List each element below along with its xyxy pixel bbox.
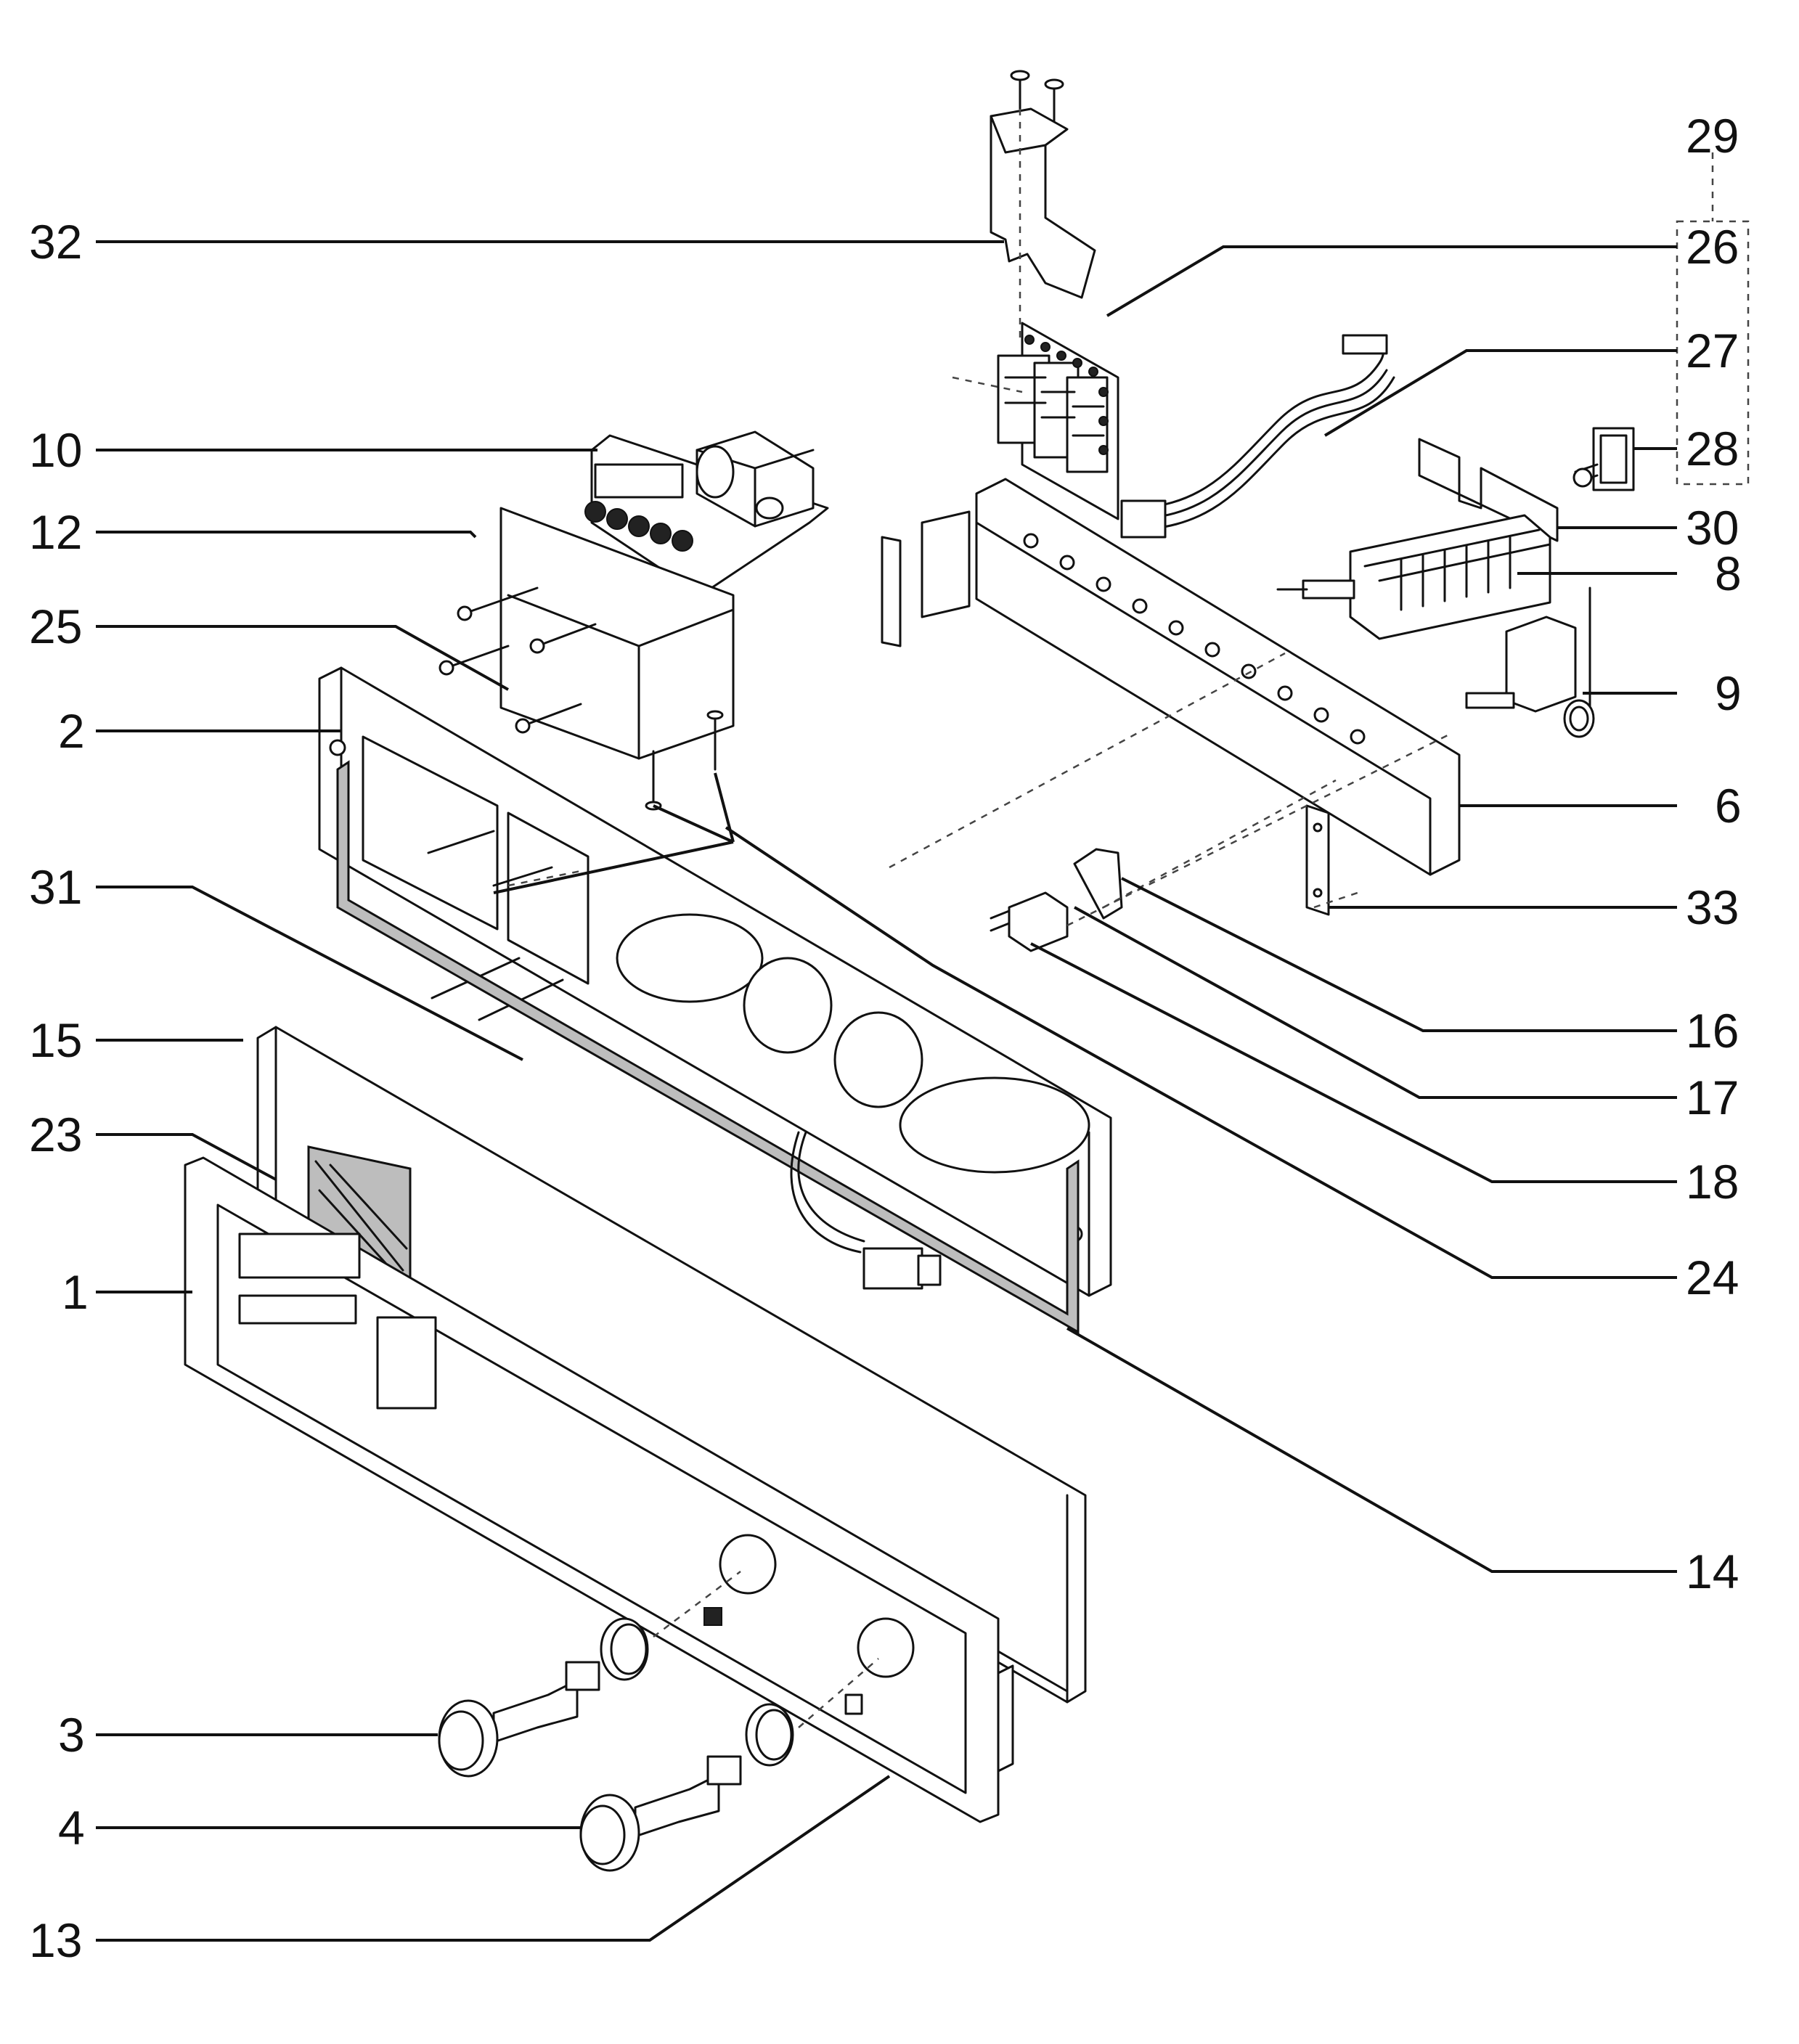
part-3-knob	[438, 1661, 600, 1778]
label-18: 18	[1686, 1155, 1739, 1209]
label-12: 12	[29, 505, 82, 559]
label-17: 17	[1686, 1071, 1739, 1124]
part-12-mounting-plate	[438, 507, 735, 760]
part-31-gasket	[336, 760, 1080, 1334]
part-33-bracket	[1305, 804, 1330, 916]
label-26: 26	[1686, 220, 1739, 274]
part-16-switch-bracket	[1073, 848, 1123, 920]
label-15: 15	[29, 1013, 82, 1067]
part-17-18-door-switch	[990, 891, 1069, 952]
part-9-thermostat	[1465, 586, 1595, 738]
label-3: 3	[58, 1708, 85, 1762]
label-30: 30	[1686, 501, 1739, 555]
label-23: 23	[29, 1108, 82, 1161]
part-10-control-board	[584, 430, 829, 597]
label-4: 4	[58, 1801, 85, 1855]
label-32: 32	[29, 215, 82, 269]
label-2: 2	[58, 704, 85, 758]
leader-lines	[96, 240, 1677, 1942]
label-33: 33	[1686, 880, 1739, 934]
label-1: 1	[62, 1265, 89, 1319]
part-2-panel-frame	[318, 666, 1112, 1297]
label-10: 10	[29, 423, 82, 477]
part-8-selector-switch	[1276, 514, 1551, 640]
label-28: 28	[1686, 422, 1739, 475]
label-8: 8	[1715, 547, 1742, 600]
label-25: 25	[29, 600, 82, 653]
part-27-ribbon-cable	[1120, 334, 1395, 539]
assembly-lines	[507, 652, 1453, 1728]
group-29-box	[1676, 220, 1750, 486]
part-24-cable-connector	[790, 1131, 942, 1290]
callout-labels: 32 10 12 25 2 31 15 23 1 3 4 13 29 26 27…	[29, 109, 1742, 1967]
part-6-frame-rail	[881, 478, 1461, 876]
label-9: 9	[1715, 666, 1742, 720]
label-31: 31	[29, 860, 82, 914]
label-24: 24	[1686, 1251, 1739, 1304]
part-26-circuit-board	[952, 322, 1119, 520]
label-13: 13	[29, 1913, 82, 1967]
label-16: 16	[1686, 1004, 1739, 1058]
part-1-front-fascia	[184, 1156, 1014, 1823]
part-13-bezel-rings	[600, 1617, 794, 1767]
label-27: 27	[1686, 324, 1739, 377]
part-4-knob	[579, 1755, 742, 1872]
label-6: 6	[1715, 779, 1742, 833]
part-32-upper-bracket	[990, 70, 1096, 341]
label-14: 14	[1686, 1545, 1739, 1598]
label-29: 29	[1686, 109, 1739, 163]
part-28-switch	[1572, 427, 1635, 491]
